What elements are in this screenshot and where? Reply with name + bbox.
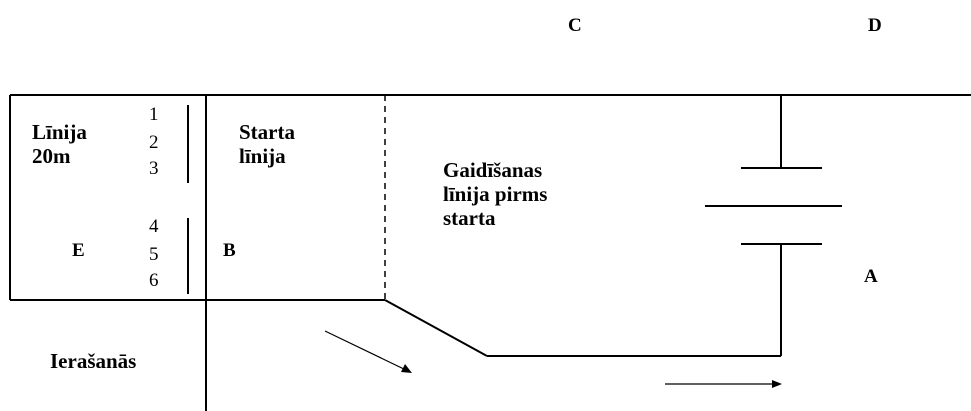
diagonal-arrow-line xyxy=(324,330,409,372)
lane-number-1: 1 xyxy=(149,104,159,125)
label-b: B xyxy=(223,240,236,261)
label-a: A xyxy=(864,266,878,287)
lane-number-4: 4 xyxy=(149,216,159,237)
label-e: E xyxy=(72,240,85,261)
label-d: D xyxy=(868,15,882,36)
linija-20m-label: Līnija 20m xyxy=(32,120,87,169)
label-c: C xyxy=(568,15,582,36)
lane-number-3: 3 xyxy=(149,158,159,179)
starta-linija-label: Starta līnija xyxy=(239,120,295,169)
gaidisanas-label: Gaidīšanas līnija pirms starta xyxy=(443,158,548,231)
lane-number-2: 2 xyxy=(149,132,159,153)
slanted-route-line xyxy=(384,299,488,357)
ierasanas-label: Ierašanās xyxy=(50,349,137,373)
lane-number-5: 5 xyxy=(149,244,159,265)
lane-number-6: 6 xyxy=(149,270,159,291)
right-arrow-head xyxy=(772,380,782,388)
diagonal-arrow-head xyxy=(401,364,412,373)
